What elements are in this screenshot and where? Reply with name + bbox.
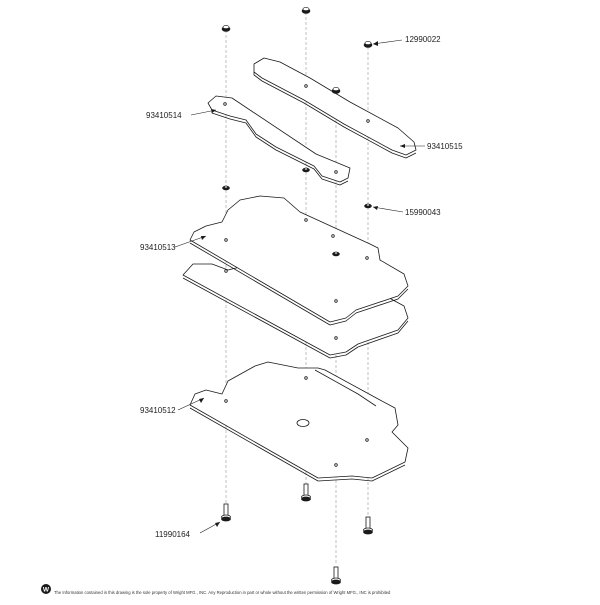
bolt [301, 483, 311, 502]
mount-hole [334, 299, 338, 303]
label-93410512: 93410512 [140, 406, 176, 415]
mount-hole [334, 336, 338, 340]
mount-hole [224, 399, 228, 403]
leader-line [174, 235, 207, 248]
part-93410513-upper-plate [189, 195, 409, 326]
mount-hole [304, 376, 308, 380]
leader-arrow [400, 144, 405, 148]
label-93410513: 93410513 [140, 243, 176, 252]
part-93410512-base-plate [189, 361, 409, 482]
mount-hole [366, 119, 370, 123]
leader-arrow [199, 398, 204, 403]
leader-arrow [373, 206, 378, 210]
leader-arrow [211, 109, 216, 113]
mount-hole [331, 234, 335, 238]
nut [331, 87, 341, 94]
mount-hole [334, 170, 338, 174]
leader-arrow [201, 236, 206, 240]
washer [222, 185, 230, 191]
hardware-bolts [221, 483, 373, 585]
part-93410515-right-strip [253, 57, 417, 159]
footer: W The Information contained in this draw… [41, 584, 391, 595]
bolt [331, 566, 341, 585]
label-93410514: 93410514 [146, 111, 182, 120]
center-hole [296, 419, 310, 427]
label-15990043: 15990043 [405, 208, 441, 217]
washer [364, 203, 372, 209]
label-93410515: 93410515 [427, 142, 463, 151]
mount-hole [224, 238, 228, 242]
mount-hole [365, 256, 369, 260]
wright-logo-icon [41, 584, 51, 594]
mount-hole [223, 102, 227, 106]
leader-arrow [215, 522, 220, 527]
label-11990164: 11990164 [155, 530, 191, 539]
mount-hole [304, 218, 308, 222]
mount-hole [224, 269, 228, 273]
wright-logo-letter: W [43, 587, 50, 594]
label-12990022: 12990022 [405, 35, 441, 44]
bolt [221, 503, 231, 522]
footer-notice: The Information contained in this drawin… [54, 590, 391, 595]
part-93410514-left-strip [207, 95, 351, 186]
washer [302, 167, 310, 173]
bolt [363, 516, 373, 535]
leader-line [372, 206, 404, 213]
hardware-nuts [221, 7, 373, 257]
leader-arrows [199, 41, 405, 527]
mount-hole [365, 438, 369, 442]
leader-arrow [373, 41, 378, 46]
nut [363, 41, 373, 48]
washer [332, 251, 340, 257]
part-labels: 12990022 93410514 93410515 15990043 9341… [140, 35, 463, 539]
nut [301, 7, 311, 14]
mount-hole [304, 84, 308, 88]
nut [221, 25, 231, 32]
mount-hole [334, 463, 338, 467]
